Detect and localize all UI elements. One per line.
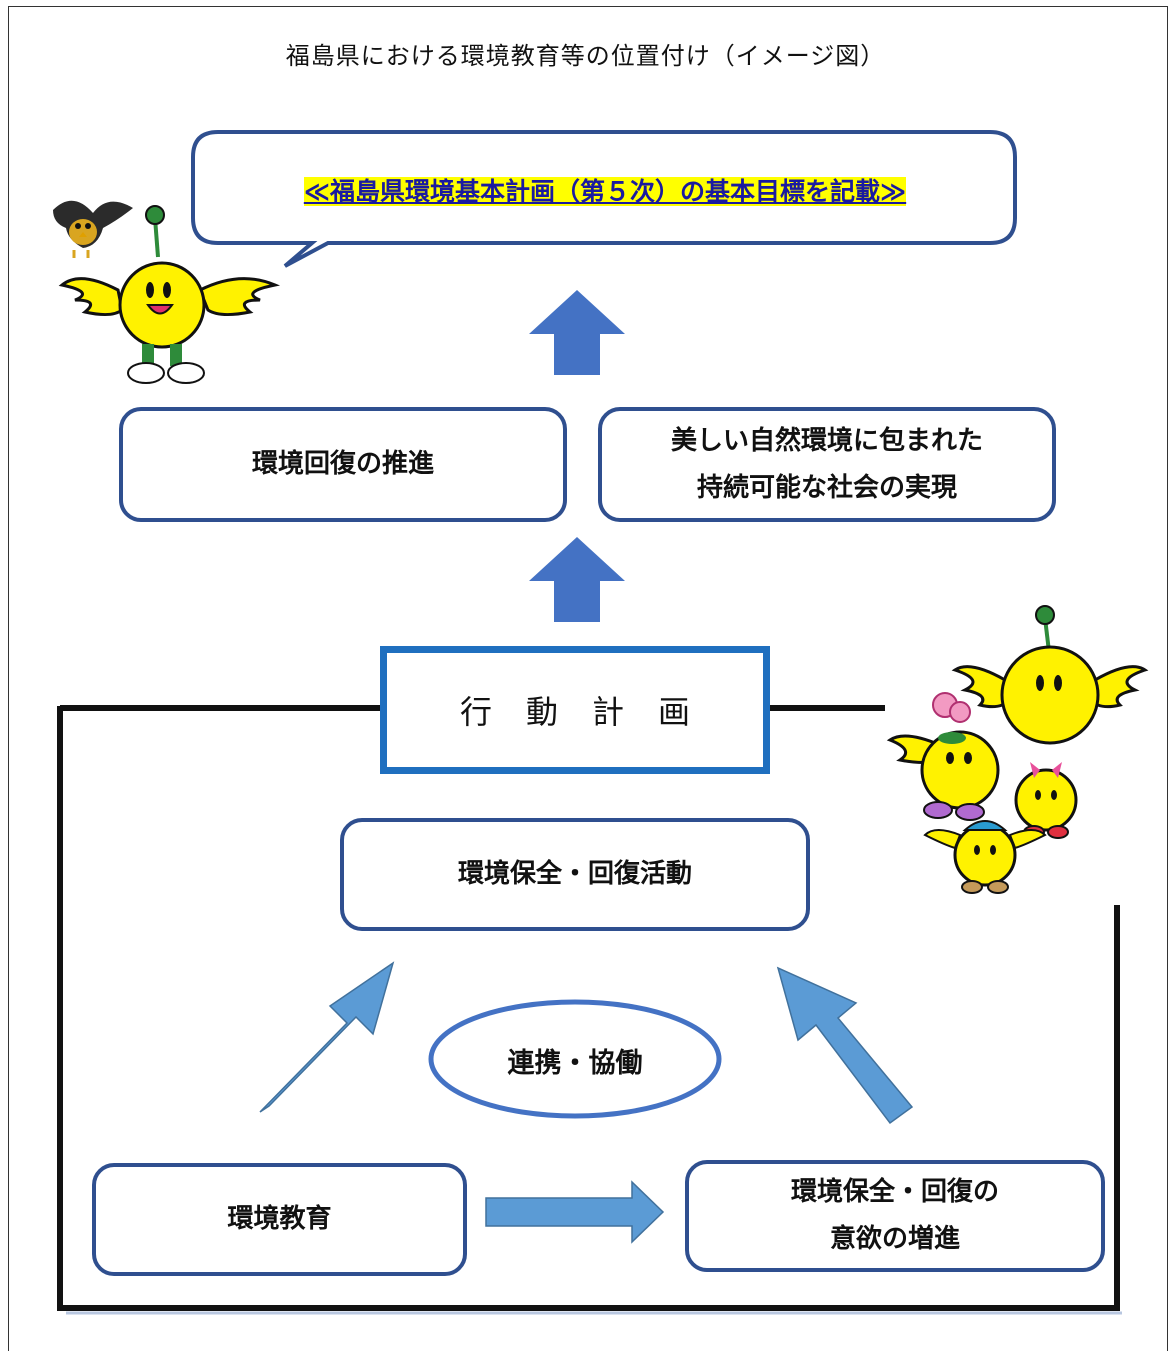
goal-recovery-label: 環境回復の推進 (251, 449, 434, 480)
mascot-group-icon (886, 605, 1149, 894)
action-plan-box: 行動計画 (380, 646, 770, 774)
arrow-education-to-motivation (485, 1180, 665, 1244)
activities-label: 環境保全・回復活動 (457, 859, 692, 890)
basic-goal-highlight: ≪福島県環境基本計画（第５次）の基本目標を記載≫ (303, 177, 907, 206)
motivation-line1: 環境保全・回復の (790, 1177, 999, 1208)
action-plan-frame (57, 706, 1120, 1311)
education-box: 環境教育 (92, 1163, 467, 1276)
page-frame (8, 6, 1168, 1351)
up-arrow-top (529, 290, 625, 375)
motivation-box: 環境保全・回復の 意欲の増進 (685, 1160, 1105, 1272)
cooperation-ellipse (428, 999, 722, 1119)
bird-icon (53, 200, 133, 258)
goal-box-sustainable: 美しい自然環境に包まれた 持続可能な社会の実現 (598, 407, 1056, 522)
motivation-line2: 意欲の増進 (829, 1224, 960, 1254)
speech-bubble-text: ≪福島県環境基本計画（第５次）の基本目標を記載≫ (195, 172, 1015, 208)
cooperation-label-wrap: 連携・協働 (430, 1010, 720, 1110)
up-arrow-middle (529, 537, 625, 622)
activities-box: 環境保全・回復活動 (340, 818, 810, 931)
goal-box-recovery: 環境回復の推進 (119, 407, 567, 522)
action-plan-label: 行動計画 (459, 693, 724, 731)
goal-sustainable-line2: 持続可能な社会の実現 (696, 472, 957, 503)
cooperation-label: 連携・協働 (507, 1047, 643, 1079)
education-label: 環境教育 (227, 1204, 332, 1235)
arrow-education-to-activities (259, 961, 395, 1113)
mascot-character-icon (58, 205, 281, 384)
page-title: 福島県における環境教育等の位置付け（イメージ図） (285, 42, 886, 70)
arrow-motivation-to-activities (776, 966, 914, 1125)
goal-sustainable-line1: 美しい自然環境に包まれた (670, 425, 983, 456)
